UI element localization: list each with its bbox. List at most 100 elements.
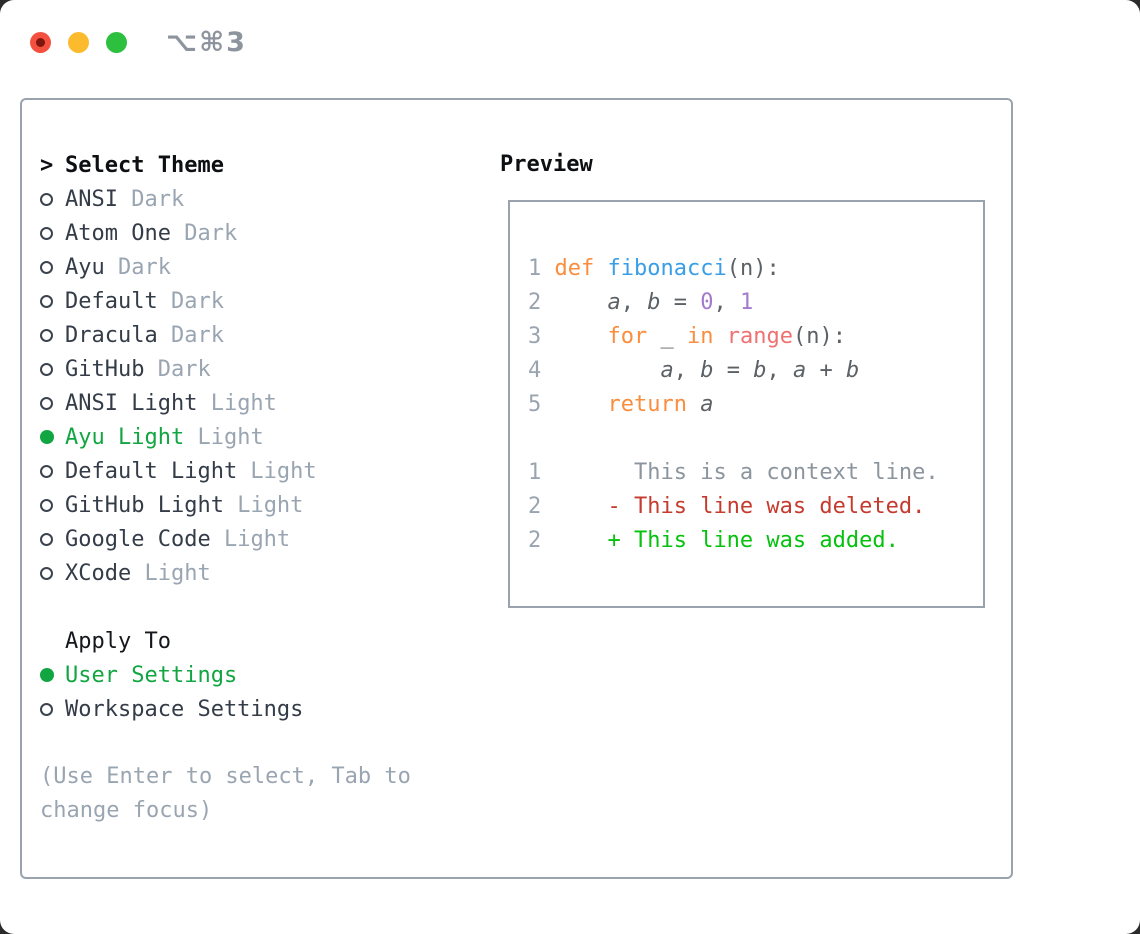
diff-line: 2 - This line was deleted.: [528, 490, 983, 524]
code-line: 3 for _ in range(n):: [528, 320, 983, 354]
code-token: b: [700, 358, 714, 383]
marker-cell: [40, 464, 65, 478]
radio-icon: [40, 328, 53, 342]
line-number: 3: [528, 324, 555, 349]
spacer: [40, 726, 460, 760]
theme-option-default[interactable]: Default Dark: [40, 284, 460, 318]
option-label: Default Light: [65, 458, 238, 484]
theme-variant-label: Light: [197, 390, 277, 416]
theme-variant-label: Light: [223, 492, 304, 518]
code-token: [555, 290, 608, 315]
code-token: + This line was added.: [554, 528, 899, 553]
code-token: (n):: [726, 256, 780, 281]
line-number: 1: [528, 256, 555, 281]
theme-option-default-light[interactable]: Default Light Light: [40, 454, 460, 488]
preview-header: Preview: [500, 152, 593, 177]
theme-option-google-code[interactable]: Google Code Light: [40, 522, 460, 556]
code-token: _: [647, 324, 687, 349]
marker-cell: >: [40, 153, 65, 178]
code-token: b: [753, 358, 767, 383]
code-token: def: [554, 256, 608, 281]
line-number: 5: [528, 392, 555, 417]
code-token: b: [845, 358, 860, 383]
prompt-icon: >: [40, 152, 54, 178]
code-token: - This line was deleted.: [554, 494, 926, 519]
radio-icon: [40, 362, 53, 376]
option-label: XCode: [65, 560, 132, 586]
blank-line: [528, 422, 983, 456]
line-number: 2: [528, 528, 555, 553]
code-token: [555, 358, 661, 383]
code-token: in: [686, 324, 714, 349]
option-label: ANSI: [65, 186, 118, 212]
line-number: 1: [528, 460, 555, 485]
theme-option-xcode[interactable]: XCode Light: [40, 556, 460, 590]
radio-icon: [40, 260, 53, 274]
select-theme-header-row: > Select Theme: [40, 148, 460, 182]
radio-icon: [40, 702, 53, 716]
code-token: a: [792, 358, 807, 383]
radio-icon: [40, 294, 53, 308]
option-label: GitHub: [65, 356, 145, 382]
code-token: range: [726, 324, 793, 349]
zoom-button[interactable]: [106, 32, 127, 53]
radio-icon: [40, 566, 53, 580]
code-token: =: [713, 358, 754, 383]
line-number: 2: [528, 290, 555, 315]
theme-variant-label: Dark: [157, 288, 224, 314]
code-line: 5 return a: [528, 388, 983, 422]
code-token: fibonacci: [607, 256, 727, 281]
option-label: ANSI Light: [65, 390, 198, 416]
code-token: return: [607, 392, 687, 417]
code-token: (n):: [792, 324, 846, 349]
marker-cell: [40, 566, 65, 580]
minimize-button[interactable]: [68, 32, 89, 53]
code-token: ,: [766, 358, 793, 383]
code-token: This is a context line.: [554, 460, 939, 485]
marker-cell: [40, 226, 65, 240]
close-button[interactable]: [30, 32, 51, 53]
theme-option-ansi-light[interactable]: ANSI Light Light: [40, 386, 460, 420]
theme-variant-label: Dark: [117, 186, 185, 212]
apply-to-header-row: Apply To: [40, 624, 460, 658]
theme-option-ansi[interactable]: ANSI Dark: [40, 182, 460, 216]
radio-icon: [40, 498, 53, 512]
theme-option-dracula[interactable]: Dracula Dark: [40, 318, 460, 352]
option-label: User Settings: [65, 662, 238, 688]
marker-cell: [40, 328, 65, 342]
option-label: Dracula: [65, 322, 158, 348]
code-token: 1: [739, 290, 754, 315]
preview-column: Preview 1 def fibonacci(n):2 a, b = 0, 1…: [500, 148, 985, 608]
theme-option-atom-one[interactable]: Atom One Dark: [40, 216, 460, 250]
radio-icon: [40, 532, 53, 546]
theme-variant-label: Light: [184, 424, 264, 450]
theme-option-github-light[interactable]: GitHub Light Light: [40, 488, 460, 522]
line-number: 2: [528, 494, 555, 519]
code-token: a: [607, 290, 621, 315]
code-line: 2 a, b = 0, 1: [528, 286, 983, 320]
apply-option-workspace-settings[interactable]: Workspace Settings: [40, 692, 460, 726]
unsaved-dot-icon: [36, 38, 45, 47]
theme-variant-label: Dark: [144, 356, 211, 382]
code-token: ,: [620, 290, 648, 315]
theme-variant-label: Dark: [170, 220, 238, 246]
theme-option-ayu[interactable]: Ayu Dark: [40, 250, 460, 284]
apply-option-user-settings[interactable]: User Settings: [40, 658, 460, 692]
code-token: 0: [700, 290, 714, 315]
code-token: [555, 392, 608, 417]
option-label: Ayu: [65, 254, 105, 280]
marker-cell: [40, 362, 65, 376]
option-label: Google Code: [65, 526, 211, 552]
option-label: Atom One: [65, 220, 171, 246]
radio-icon: [40, 464, 53, 478]
theme-option-ayu-light[interactable]: Ayu Light Light: [40, 420, 460, 454]
radio-selected-icon: [40, 430, 54, 444]
theme-option-github[interactable]: GitHub Dark: [40, 352, 460, 386]
window-shortcut-title: ⌥⌘3: [166, 27, 247, 58]
diff-line: 2 + This line was added.: [528, 524, 983, 558]
